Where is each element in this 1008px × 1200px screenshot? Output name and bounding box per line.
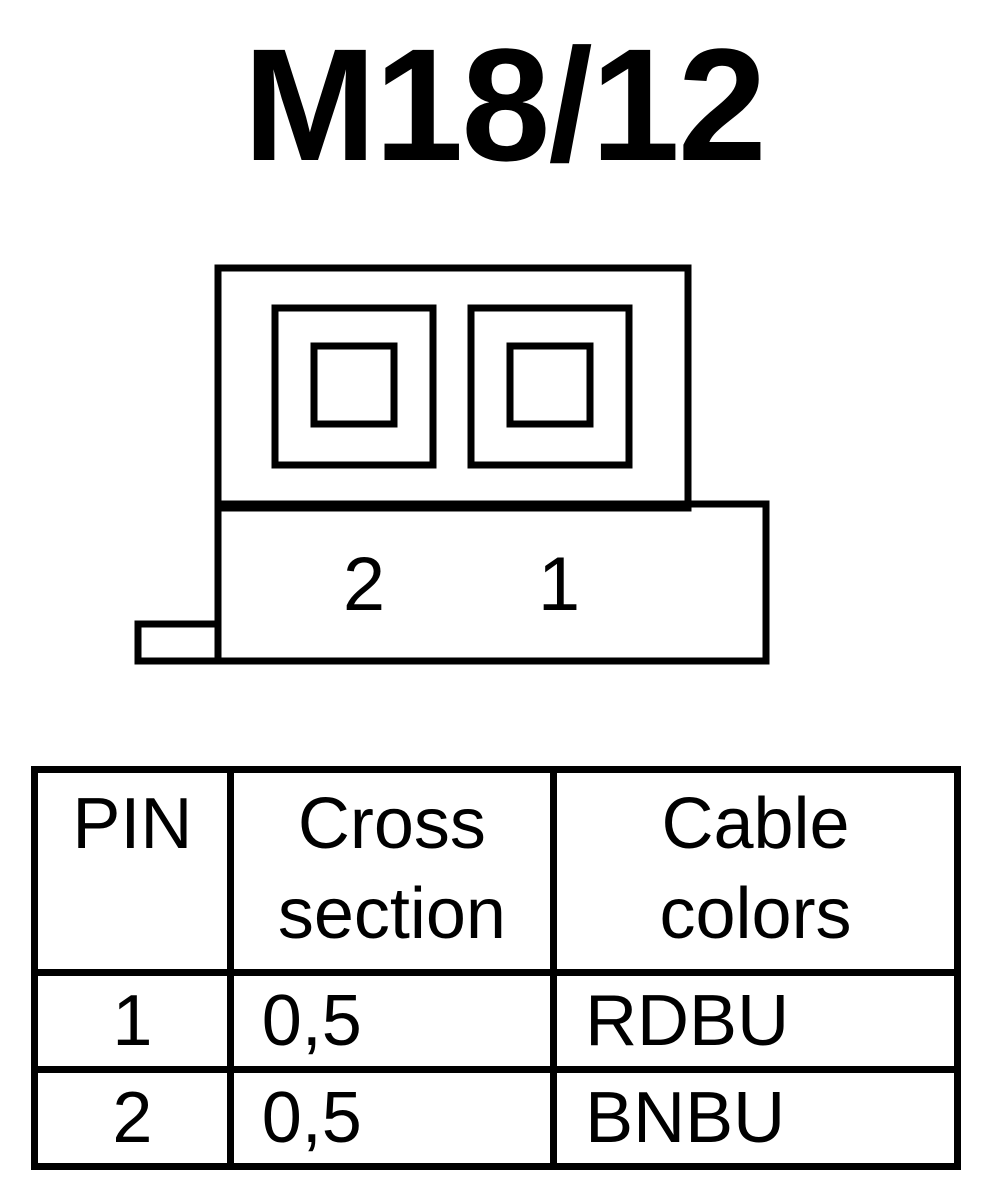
contact-pin-2 [310,342,398,428]
table-row: 1 0,5 RDBU [31,969,961,1073]
model-title: M18/12 [243,15,767,194]
contact-pin-1 [506,342,594,428]
row-1-cable-color: RDBU [550,969,961,1073]
header-pin: PIN [31,766,234,976]
contact-socket-1 [467,304,633,469]
table-header-row: PIN Cross section Cable colors [31,766,961,976]
row-1-pin: 1 [31,969,234,1073]
pin-label-1: 1 [538,542,580,627]
table-row: 2 0,5 BNBU [31,1066,961,1170]
header-color-line-2: colors [659,874,852,954]
pin-assignment-table: PIN Cross section Cable colors 1 0,5 RDB… [31,766,961,1170]
connector-housing-top [214,264,692,512]
pin-label-2: 2 [343,542,385,627]
row-2-cable-color: BNBU [550,1066,961,1170]
header-cross-section: Cross section [226,766,558,976]
header-cable-colors: Cable colors [550,766,961,976]
header-cross-line-2: section [277,874,506,954]
row-1-cross-section: 0,5 [226,969,558,1073]
header-cross-line-1: Cross [297,784,486,864]
row-2-pin: 2 [31,1066,234,1170]
connector-base [214,500,770,665]
header-pin-line-1: PIN [72,784,193,864]
row-2-cross-section: 0,5 [226,1066,558,1170]
header-color-line-1: Cable [661,784,850,864]
contact-socket-2 [271,304,437,469]
connector-diagram: 2 1 [134,264,770,665]
connector-tab [134,620,222,665]
